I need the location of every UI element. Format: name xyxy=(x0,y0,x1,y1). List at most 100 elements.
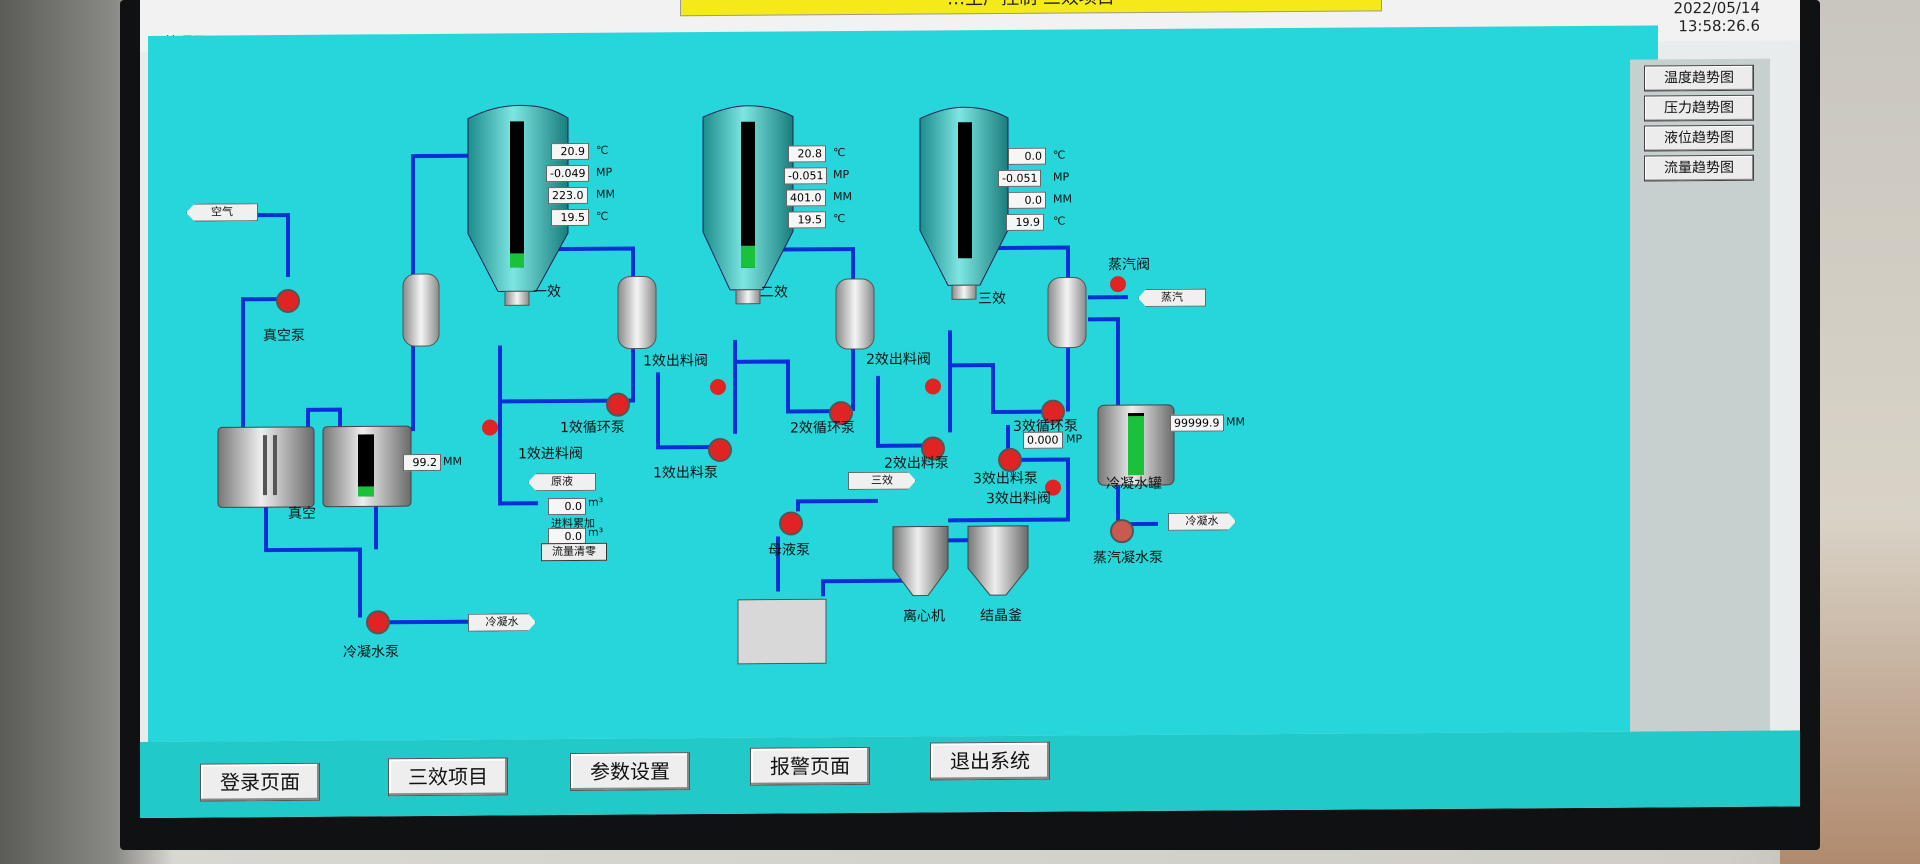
centrifuge-label: 离心机 xyxy=(903,608,945,625)
process-diagram xyxy=(217,104,1175,665)
clock: 2022/05/14 13:58:26.6 xyxy=(1674,0,1760,35)
circ-pump3-icon xyxy=(1041,399,1065,424)
e2-temp2: 19.5 xyxy=(788,211,826,229)
temp-trend-button[interactable]: 温度趋势图 xyxy=(1644,64,1754,92)
out-pump3-label: 3效出料泵 xyxy=(973,470,1038,488)
nav-alarms[interactable]: 报警页面 xyxy=(750,746,870,786)
condensate-pressure: 0.000 xyxy=(1023,431,1063,449)
hx-2 xyxy=(835,278,875,350)
heat-exchangers xyxy=(402,273,1087,350)
out-pump1-icon xyxy=(708,437,732,462)
level-trend-button[interactable]: 液位趋势图 xyxy=(1644,124,1754,152)
e3-temp2: 19.9 xyxy=(1006,213,1044,231)
evaporator-3 xyxy=(919,106,1009,300)
crystallizer-label: 结晶釜 xyxy=(980,607,1022,625)
circ-pump1-icon xyxy=(606,392,630,417)
e2-temp: 20.8 xyxy=(788,145,826,163)
pipe-e2-top xyxy=(766,247,855,282)
out-valve1-label: 1效出料阀 xyxy=(643,353,708,370)
e1-temp2-unit: ℃ xyxy=(596,209,609,223)
hx-vacuum xyxy=(402,273,440,347)
vacuum-pump-icon xyxy=(276,288,300,313)
e2-pressure-unit: MP xyxy=(833,168,850,182)
steam-tag: 蒸汽 xyxy=(1138,289,1206,307)
vacuum-level-value: 99.2 xyxy=(403,453,441,472)
flow-reset-button[interactable]: 流量清零 xyxy=(541,542,607,562)
hmi-screen: …生产控制 三效项目 2022/05/14 13:58:26.6 三效项目 xyxy=(140,0,1800,818)
e2-temp-unit: ℃ xyxy=(833,146,846,160)
condensate-pump-label: 冷凝水泵 xyxy=(343,644,399,661)
vacuum-level-unit: MM xyxy=(443,454,462,468)
mother-tank xyxy=(737,598,827,665)
flow-trend-button[interactable]: 流量趋势图 xyxy=(1644,154,1754,182)
feed-flow1-unit: m³ xyxy=(588,495,604,509)
e1-name: 一效 xyxy=(533,284,561,301)
out-valve2-icon xyxy=(925,378,941,395)
title-banner: …生产控制 三效项目 xyxy=(680,0,1382,17)
hx-1 xyxy=(617,275,657,350)
mother-pump-label: 母液泵 xyxy=(768,542,810,559)
steam-valve-label: 蒸汽阀 xyxy=(1108,256,1150,274)
air-tag: 空气 xyxy=(186,203,258,222)
e3-name: 三效 xyxy=(978,290,1006,308)
condensate-tank xyxy=(1097,404,1175,486)
out-pump2-icon xyxy=(921,436,945,461)
pipe-e1-circ xyxy=(498,345,618,404)
centrifuge-crystallizer xyxy=(737,525,1029,665)
pipe-vac-link xyxy=(306,407,342,437)
condensate-pump-icon xyxy=(366,610,390,635)
feed-flow1: 0.0 xyxy=(548,497,586,516)
cooling-water-tag-1: 冷凝水 xyxy=(468,613,536,631)
valves xyxy=(482,276,1126,496)
e1-pressure: -0.049 xyxy=(546,164,590,183)
out-pump3-icon xyxy=(998,447,1022,472)
evaporator-1 xyxy=(467,104,569,306)
steam-cond-pump-label: 蒸汽凝水泵 xyxy=(1093,549,1163,567)
third-effect-tag: 三效 xyxy=(848,472,916,490)
e2-name: 二效 xyxy=(760,284,788,301)
title-text: …生产控制 三效项目 xyxy=(681,0,1381,15)
nav-three-effect[interactable]: 三效项目 xyxy=(388,757,508,797)
condensate-tank-label: 冷凝水罐 xyxy=(1106,475,1162,493)
circ-pump2-icon xyxy=(829,401,853,426)
steam-valve-icon xyxy=(1110,276,1126,293)
pipe-condensate xyxy=(1088,317,1120,420)
e3-temp: 0.0 xyxy=(1008,147,1046,165)
circ-pump2-label: 2效循环泵 xyxy=(790,420,855,437)
evaporator-2 xyxy=(702,105,794,305)
bottom-nav: 登录页面 三效项目 参数设置 报警页面 退出系统 xyxy=(140,730,1800,818)
e3-pressure: -0.051 xyxy=(998,169,1042,188)
process-canvas: 空气 真空泵 真空 99.2 MM 冷凝水泵 冷凝水 20.9 ℃ -0.049… xyxy=(148,25,1658,742)
pipe-mother-out xyxy=(796,498,878,512)
condensate-pressure-unit: MP xyxy=(1066,432,1083,446)
e3-level: 0.0 xyxy=(1008,191,1046,209)
e3-temp2-unit: ℃ xyxy=(1053,214,1066,228)
pipe-vac-bottom xyxy=(264,495,362,618)
e1-temp-unit: ℃ xyxy=(596,143,609,157)
pipe-e2-circ xyxy=(735,359,838,414)
hx-3 xyxy=(1047,276,1087,349)
pipe-e1-out xyxy=(656,372,713,450)
nav-parameters[interactable]: 参数设置 xyxy=(570,752,690,791)
pipe-e3-circ xyxy=(950,363,1048,415)
out-pump1-label: 1效出料泵 xyxy=(653,464,718,482)
raw-liquid-tag: 原液 xyxy=(528,473,596,491)
e2-level-unit: MM xyxy=(833,190,852,204)
pipe-e2-out xyxy=(876,375,928,448)
out-valve3-icon xyxy=(1045,479,1061,496)
pressure-trend-button[interactable]: 压力趋势图 xyxy=(1644,94,1754,122)
pipe-vac-left xyxy=(241,296,288,456)
date-text: 2022/05/14 xyxy=(1673,0,1760,18)
time-text: 13:58:26.6 xyxy=(1678,16,1760,36)
condensate-level-unit: MM xyxy=(1226,415,1245,429)
e1-temp: 20.9 xyxy=(551,142,589,161)
e3-pressure-unit: MP xyxy=(1053,170,1070,184)
nav-exit[interactable]: 退出系统 xyxy=(930,741,1050,781)
nav-login[interactable]: 登录页面 xyxy=(200,762,320,802)
out-valve1-icon xyxy=(710,378,726,395)
pipe-e1-feed xyxy=(498,401,538,506)
vacuum-tank-label: 真空 xyxy=(288,505,316,522)
circ-pump1-label: 1效循环泵 xyxy=(560,419,625,437)
out-valve2-label: 2效出料阀 xyxy=(866,351,931,368)
pipe-centrifuge xyxy=(821,578,908,597)
